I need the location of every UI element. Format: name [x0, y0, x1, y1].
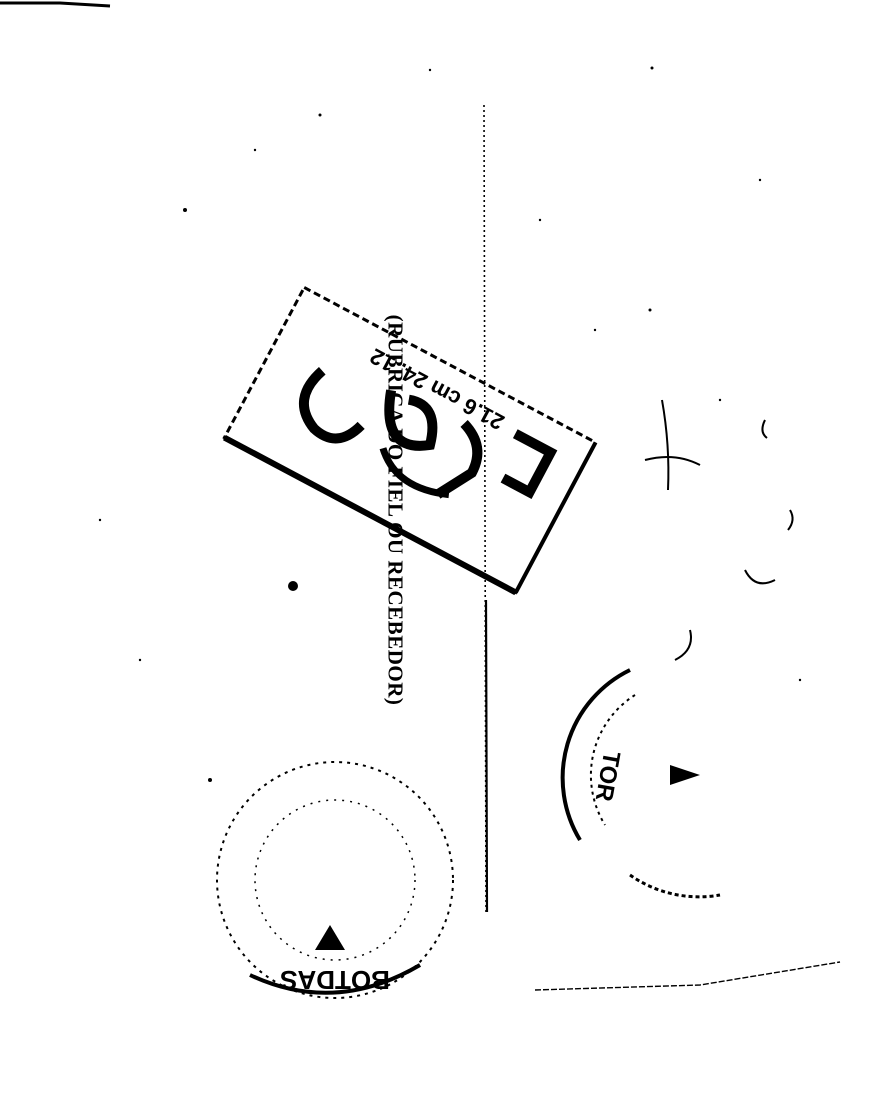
signature-strokes	[644, 399, 794, 661]
round-stamp-right-text: TOR	[590, 749, 625, 803]
rectangular-stamp: 21.6 cm 24. 12	[222, 285, 598, 596]
scan-edge-mark	[0, 1, 111, 8]
round-stamp-right: TOR	[560, 668, 721, 899]
round-stamp-left-text: BOTDAS	[280, 965, 390, 995]
speckles	[98, 66, 802, 782]
fold-line-solid	[484, 599, 489, 913]
bottom-rule	[534, 961, 841, 991]
round-stamp-left: BOTDAS	[216, 761, 454, 999]
signature-caption-text: (RUBRICA DO FIEL OU RECEBEDOR)	[383, 314, 408, 706]
